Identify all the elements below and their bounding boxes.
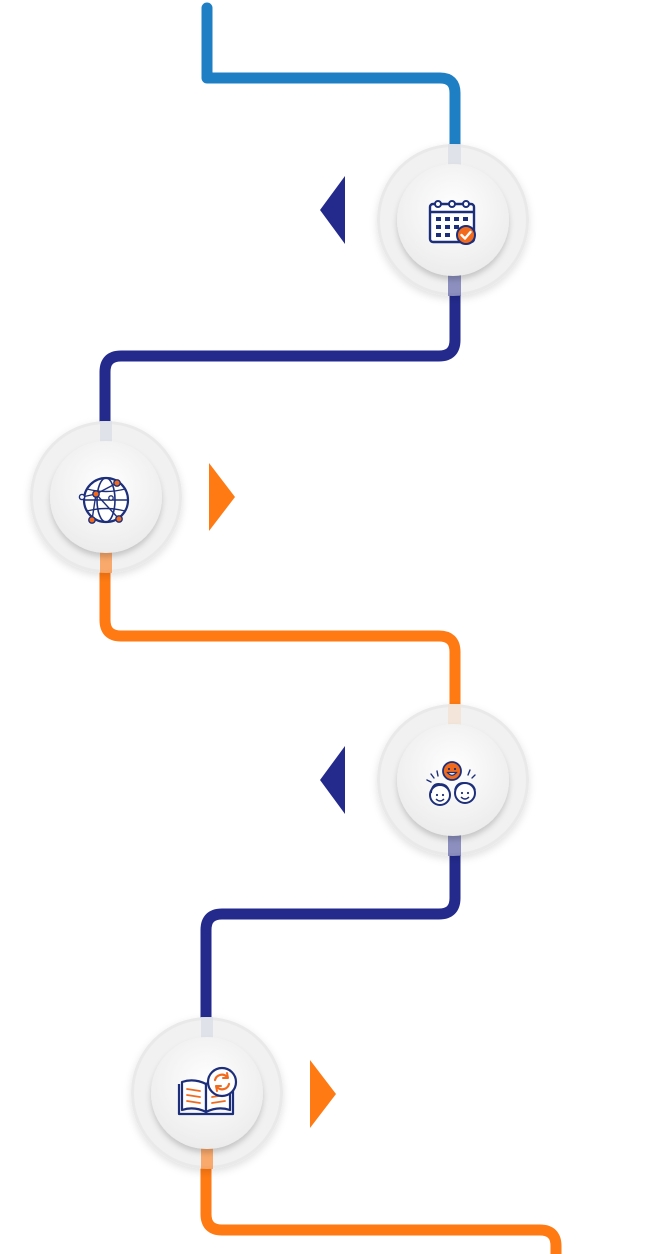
connector-line-2 (99, 274, 461, 446)
step-arrow-3 (320, 746, 345, 814)
globe-network-icon (78, 476, 130, 524)
step-arrow-4 (310, 1060, 336, 1128)
step-arrow-2 (209, 463, 235, 531)
connector-line-1 (201, 2, 461, 166)
connector-line-4 (200, 834, 461, 1041)
happy-people-icon (426, 761, 476, 806)
connector-line-5 (200, 1144, 562, 1254)
step-arrow-1 (320, 176, 345, 244)
book-refresh-icon (177, 1066, 238, 1116)
calendar-check-icon (428, 200, 476, 245)
connector-line-3 (99, 549, 461, 726)
